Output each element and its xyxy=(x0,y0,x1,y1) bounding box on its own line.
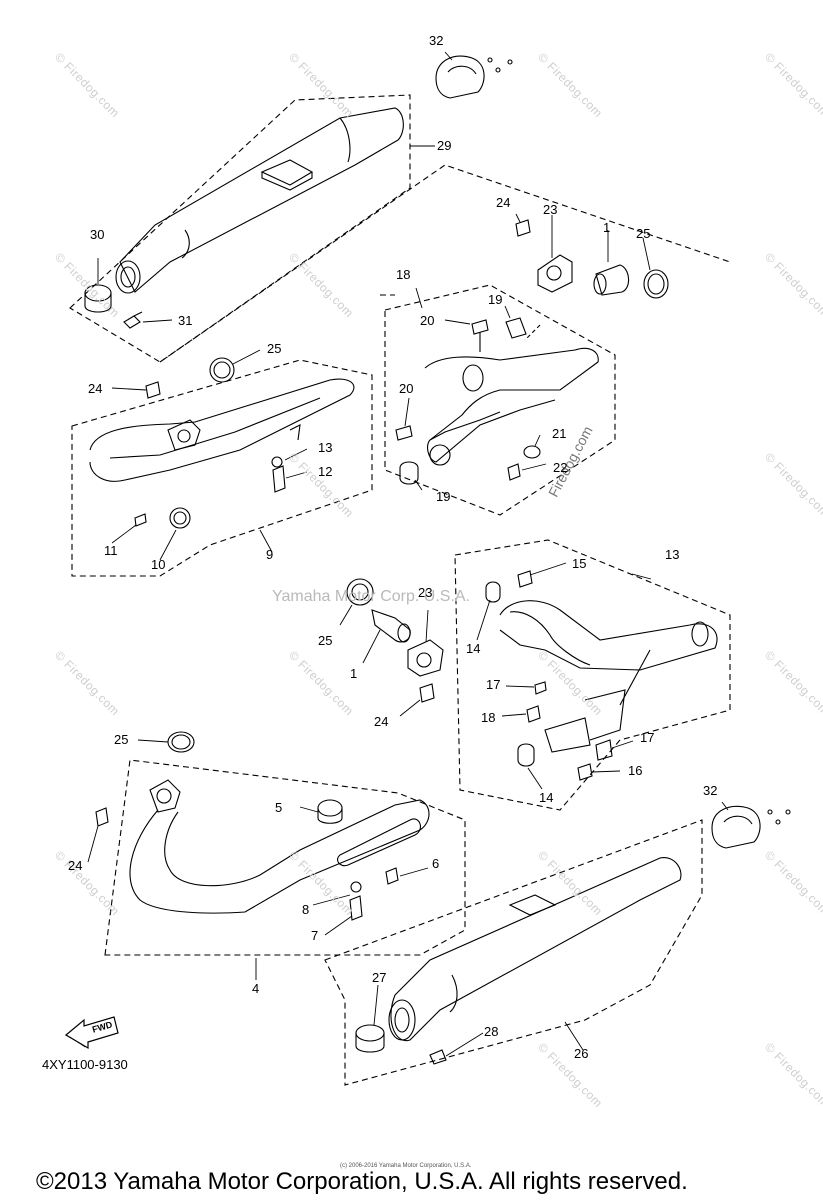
part-5-bolt xyxy=(349,895,363,921)
part-31-bolt xyxy=(123,311,143,329)
part-28-bolt xyxy=(429,1049,447,1065)
callout-11: 13 xyxy=(318,440,333,455)
callout-27: 27 xyxy=(372,970,387,985)
callout-32: 32 xyxy=(429,33,444,48)
watermark-center: Yamaha Motor Corp. U.S.A. xyxy=(272,588,470,605)
part-8-clamp xyxy=(169,507,191,529)
callout-25: 25 xyxy=(114,732,129,747)
fwd-arrow-icon xyxy=(64,1016,119,1050)
lower-muffler xyxy=(388,857,682,1042)
callout-19: 19 xyxy=(488,292,503,307)
callout-25: 25 xyxy=(267,341,282,356)
callout-20: 20 xyxy=(420,313,435,328)
callout-10: 12 xyxy=(318,464,333,479)
part-25-gasket-left xyxy=(209,357,235,383)
part-25-gasket-upper xyxy=(643,269,669,299)
part-24-mid xyxy=(419,683,435,703)
callout-12: 13 xyxy=(665,547,680,562)
callout-9: 11 xyxy=(104,543,118,558)
callout-24: 24 xyxy=(496,195,511,210)
callout-25: 25 xyxy=(318,633,333,648)
callout-8: 10 xyxy=(151,557,166,572)
callout-5: 7 xyxy=(311,928,319,943)
callout-13: 14 xyxy=(539,790,554,805)
callout-28: 28 xyxy=(484,1024,499,1039)
callout-14: 16 xyxy=(628,763,643,778)
callout-22: 22 xyxy=(553,460,568,475)
callout-17: 17 xyxy=(640,730,655,745)
part-32-lower xyxy=(711,805,791,849)
callout-1: 1 xyxy=(603,220,611,235)
group-29-box xyxy=(69,94,411,363)
group-12-box xyxy=(454,539,731,811)
callout-24: 24 xyxy=(68,858,83,873)
callout-15: 17 xyxy=(486,677,501,692)
callout-23: 23 xyxy=(543,202,558,217)
callout-20: 20 xyxy=(399,381,414,396)
part-30-collar xyxy=(84,284,112,313)
callout-2: 4 xyxy=(252,981,260,996)
callout-24: 24 xyxy=(88,381,103,396)
part-32-upper xyxy=(435,55,513,99)
part-24-left xyxy=(145,381,161,399)
part-24-upper xyxy=(515,219,531,237)
callout-21: 21 xyxy=(552,426,567,441)
part-1-upper-sensor xyxy=(593,264,630,296)
callout-4: 6 xyxy=(432,856,440,871)
part-27-collar xyxy=(355,1024,385,1053)
group-18-box xyxy=(70,160,730,330)
part-25-gasket-lower xyxy=(167,731,195,753)
callout-7: 9 xyxy=(266,547,274,562)
rear-exhaust-pipe xyxy=(499,600,718,753)
copyright-notice: ©2013 Yamaha Motor Corporation, U.S.A. A… xyxy=(36,1168,688,1195)
callout-31: 31 xyxy=(178,313,193,328)
lower-front-exhaust-pipe xyxy=(129,779,430,914)
callout-24: 24 xyxy=(374,714,389,729)
part-1-mid-sensor xyxy=(371,609,411,643)
callout-18: 18 xyxy=(396,267,411,282)
part-4-bolt xyxy=(385,867,399,885)
group-2-box xyxy=(104,759,466,956)
callout-30: 30 xyxy=(90,227,105,242)
callout-6: 8 xyxy=(302,902,310,917)
callout-14: 15 xyxy=(572,556,587,571)
callout-32: 32 xyxy=(703,783,718,798)
callout-16: 18 xyxy=(481,710,496,725)
part-23-flange-upper xyxy=(537,254,573,293)
part-25-gasket-mid xyxy=(346,578,374,606)
diagram-code: 4XY1100-9130 xyxy=(42,1057,128,1072)
callout-3: 5 xyxy=(275,800,283,815)
callout-29: 29 xyxy=(437,138,452,153)
group-26-box xyxy=(324,819,703,1086)
upper-muffler xyxy=(115,107,404,294)
callout-25: 25 xyxy=(636,226,651,241)
callout-13: 14 xyxy=(466,641,481,656)
front-exhaust-pipe-left xyxy=(89,378,355,482)
callout-1: 1 xyxy=(350,666,358,681)
callout-19: 19 xyxy=(436,489,451,504)
part-23-flange-mid xyxy=(407,639,444,677)
front-exhaust-pipe-right xyxy=(424,347,599,466)
callout-23: 23 xyxy=(418,585,433,600)
part-24-lower xyxy=(95,807,109,827)
leader-lines xyxy=(87,51,729,1057)
callout-26: 26 xyxy=(574,1046,589,1061)
group-7-box xyxy=(71,359,373,577)
part-3-collar xyxy=(317,799,343,824)
small-copyright: (c) 2006-2016 Yamaha Motor Corporation, … xyxy=(340,1163,472,1169)
